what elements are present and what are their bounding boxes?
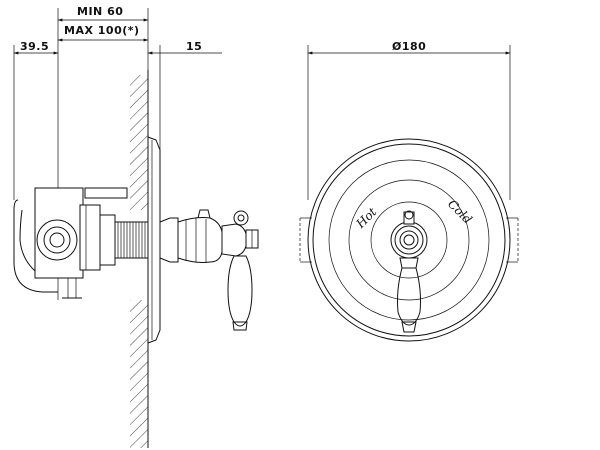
dimension-front-offset: 15 — [186, 40, 202, 53]
label-hot: Hot — [353, 205, 380, 232]
cover-plate-front — [307, 138, 511, 342]
bonnet — [159, 209, 223, 263]
dimension-diameter: Ø180 — [392, 40, 426, 53]
dimension-rear-offset: 39.5 — [20, 40, 49, 53]
depth-dimension: MIN 60 MAX 100(*) — [57, 5, 149, 300]
front-view: Ø180 Hot Cold — [299, 40, 519, 342]
dimension-min: MIN 60 — [77, 5, 123, 18]
dimension-max: MAX 100(*) — [64, 24, 140, 37]
wall — [130, 70, 149, 448]
side-view: MIN 60 MAX 100(*) 39.5 15 — [13, 5, 259, 448]
diameter-dimension: Ø180 — [307, 40, 511, 200]
label-cold: Cold — [445, 197, 475, 227]
cartridge-spline — [114, 221, 149, 259]
valve-body — [13, 187, 128, 299]
lever-handle-front — [390, 210, 428, 333]
front-offset-dimension: 15 — [147, 40, 222, 160]
rear-offset-dimension: 39.5 — [13, 40, 59, 200]
lever-handle-side — [221, 210, 259, 331]
cover-plate-section — [147, 136, 161, 344]
